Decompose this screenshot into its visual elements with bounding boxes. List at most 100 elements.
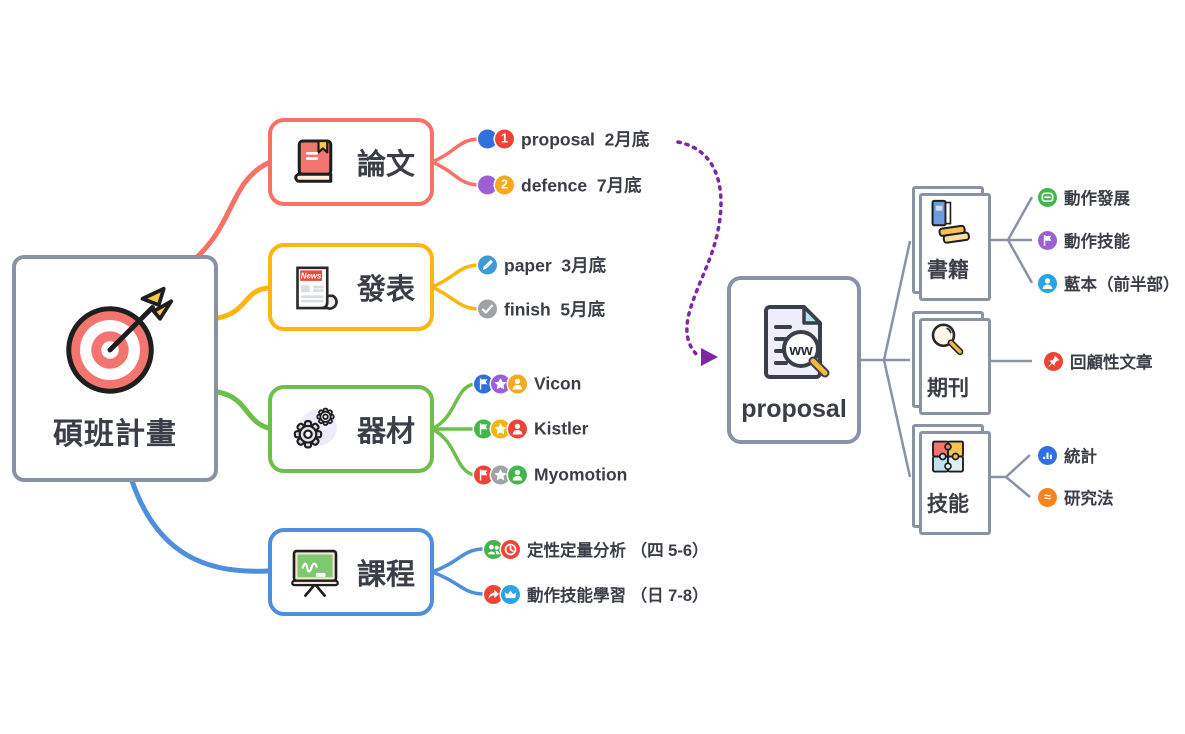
connector-publish-finish [430,285,480,311]
puzzle-icon [932,440,964,473]
gears-icon [293,407,337,449]
leaf-label: 研究法 [1064,490,1114,508]
badge-group [474,374,527,394]
node-thesis[interactable]: 論文 [268,118,434,206]
bar-chart-icon [1038,445,1057,465]
leaf-statistics[interactable]: 統計 [1038,443,1097,467]
leaf-label: 動作發展 [1064,190,1130,208]
leaf-course-analysis[interactable]: 定性定量分析 （四 5-6） [484,537,709,561]
badge-group [484,539,520,559]
relationship-arrow-curve [676,140,723,358]
person-icon [508,374,527,394]
leaf-vicon[interactable]: Vicon [474,374,581,395]
document-search-icon: ww [764,304,830,379]
connector-courses-course1 [430,547,484,574]
connector-books-blueprint [1006,239,1034,284]
connector-skills-stats [1005,454,1031,478]
circle-icon [478,129,497,149]
check-icon [478,299,497,319]
leaf-course-motor-learning[interactable]: 動作技能學習 （日 7-8） [484,582,709,606]
leaf-review-article[interactable]: 回顧性文章 [1044,349,1153,373]
flag-icon [474,465,493,485]
connector-root-thesis [193,160,271,261]
leaf-kistler[interactable]: Kistler [474,419,588,440]
badge-group: ≈ [1038,487,1057,507]
node-journal[interactable]: 期刊 [912,311,991,415]
node-books[interactable]: 書籍 [912,186,991,301]
leaf-label: Vicon [534,373,582,394]
crown-icon [501,584,520,604]
badge-group [474,419,527,439]
flag-icon [474,374,493,394]
connector-thesis-proposal-item [430,137,480,164]
connector-root-courses [129,478,271,574]
connector-fork-books [882,240,912,361]
star-icon [491,419,510,439]
leaf-paper-deadline[interactable]: paper 3月底 [478,253,606,278]
circle-icon [478,175,497,195]
target-dartboard-icon [66,286,174,394]
leaf-blueprint[interactable]: 藍本（前半部） [1038,271,1180,295]
relationship-arrowhead [701,348,718,366]
leaf-myomotion[interactable]: Myomotion [474,465,627,486]
root-label: 碩班計畫 [53,417,177,451]
magnifier-icon [931,322,964,355]
book-icon [294,139,333,183]
svg-text:News: News [301,272,322,281]
leaf-label: 動作技能 [1064,233,1130,251]
connector-thesis-defence-item [430,160,480,187]
skills-label: 技能 [927,493,969,516]
thesis-label: 論文 [356,149,415,181]
leaf-defence-deadline[interactable]: 2 defence 7月底 [478,173,642,198]
approx-icon: ≈ [1038,487,1057,507]
message-icon [1038,187,1057,207]
badge-group [1038,445,1057,465]
leaf-label: 藍本（前半部） [1064,276,1180,294]
leaf-research-method[interactable]: ≈ 研究法 [1038,485,1114,509]
badge-group [484,584,520,604]
node-skills[interactable]: 技能 [912,424,991,535]
star-icon [491,374,510,394]
publish-label: 發表 [356,274,415,306]
connector-equipment-myomotion [430,427,476,477]
badge-group [1038,187,1057,207]
leaf-motor-development[interactable]: 動作發展 [1038,185,1130,209]
leaf-label: 統計 [1064,448,1097,466]
connector-skills-method [1005,476,1031,498]
flag-icon [1038,230,1057,250]
node-equipment[interactable]: 器材 [268,385,434,473]
node-proposal[interactable]: ww proposal [727,276,861,444]
star-icon [491,465,510,485]
badge-group: 2 [478,175,514,195]
leaf-label: Myomotion [534,464,628,485]
node-root[interactable]: 碩班計畫 [12,255,218,482]
connector-root-publish [215,285,271,321]
connector-equipment-vicon [430,382,476,431]
books-icon [931,199,970,244]
badge-group [478,299,497,319]
number-1-icon: 1 [495,129,514,149]
node-publish[interactable]: News 發表 [268,243,434,331]
badge-group [474,465,527,485]
connector-publish-paper [430,263,480,289]
node-courses[interactable]: 課程 [268,528,434,616]
badge-group [1038,273,1057,293]
person-icon [508,465,527,485]
leaf-finish-deadline[interactable]: finish 5月底 [478,297,605,322]
leaf-motor-skill[interactable]: 動作技能 [1038,228,1130,252]
journal-label: 期刊 [927,376,969,400]
proposal-label: proposal [741,394,847,423]
badge-group: 1 [478,129,514,149]
connector-root-equipment [215,389,271,431]
connector-books-dev [1006,196,1034,241]
person-icon [508,419,527,439]
chalkboard-icon [291,549,339,597]
leaf-proposal-deadline[interactable]: 1 proposal 2月底 [478,127,649,152]
badge-group [1044,351,1063,371]
pen-icon [478,255,497,275]
share-arrow-icon [484,584,503,604]
leaf-label: paper 3月底 [504,255,607,276]
leaf-label: 回顧性文章 [1070,354,1153,372]
